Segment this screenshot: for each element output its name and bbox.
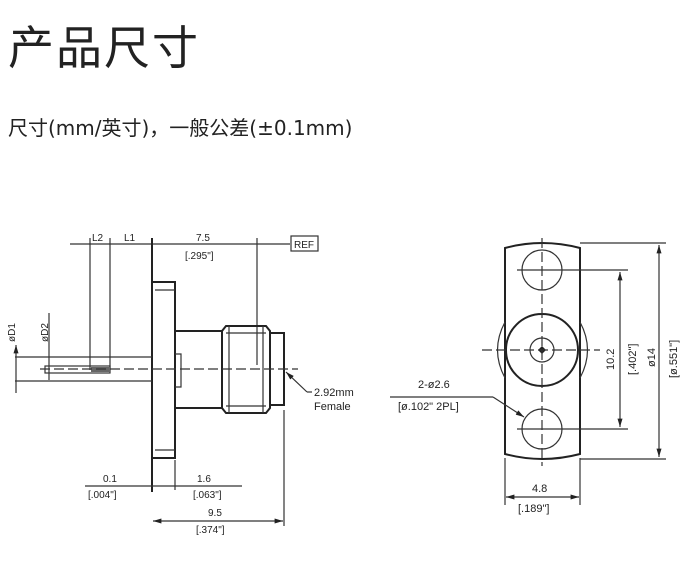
hole-spec: 2-ø2.6 xyxy=(418,379,450,391)
ref-length-in: [.295"] xyxy=(185,251,214,262)
l1-label: L1 xyxy=(124,233,136,244)
gap-in: [.004"] xyxy=(88,490,117,501)
width-mm: 4.8 xyxy=(532,483,547,495)
hole-spacing-in: [.402"] xyxy=(627,344,639,375)
ref-box xyxy=(290,235,319,252)
ref-length-mm: 7.5 xyxy=(196,233,210,244)
flange-dia-in: [ø.551"] xyxy=(668,340,680,378)
tolerance-note: 尺寸(mm/英寸)，一般公差(±0.1mm) xyxy=(8,116,353,140)
overall-in: [.374"] xyxy=(196,525,225,536)
flange-dia-mm: ø14 xyxy=(646,348,658,367)
page-title: 产品尺寸 xyxy=(8,21,200,75)
connector-gender: Female xyxy=(314,401,351,413)
d2-label: øD2 xyxy=(40,323,51,342)
side-view: L2 L1 7.5 [.295"] REF øD1 øD2 xyxy=(7,233,354,536)
front-view: 10.2 [.402"] ø14 [ø.551"] 2-ø2.6 [ø.102"… xyxy=(390,238,680,515)
coupling-nut xyxy=(221,325,271,414)
d1-label: øD1 xyxy=(7,323,18,342)
l2-label: L2 xyxy=(92,233,104,244)
flange-outline xyxy=(504,242,581,460)
ref-tag: REF xyxy=(294,240,314,251)
flange-mm: 1.6 xyxy=(197,474,211,485)
flange-in: [.063"] xyxy=(193,490,222,501)
width-in: [.189"] xyxy=(518,503,549,515)
hole-spec-in: [ø.102" 2PL] xyxy=(398,401,459,413)
gap-mm: 0.1 xyxy=(103,474,117,485)
hole-spacing-mm: 10.2 xyxy=(605,349,617,370)
flange xyxy=(151,281,176,459)
overall-mm: 9.5 xyxy=(208,508,222,519)
connector-type: 2.92mm xyxy=(314,387,354,399)
